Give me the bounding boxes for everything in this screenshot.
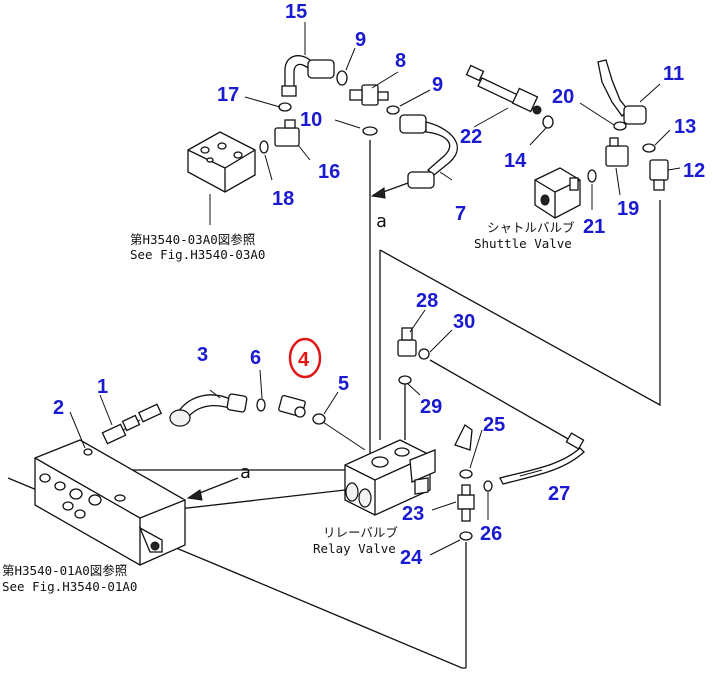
callout-14: 14 — [504, 150, 527, 172]
relay-valve — [344, 439, 436, 516]
part-12-fitting — [649, 159, 669, 191]
part-15-hose — [281, 55, 335, 97]
highlight-circle-4 — [288, 337, 322, 379]
callout-9-upper: 9 — [355, 29, 366, 51]
leader-lines — [69, 22, 681, 556]
part-27-hose — [499, 432, 585, 485]
callout-20: 20 — [552, 86, 574, 108]
part-8-elbow — [349, 84, 389, 106]
callout-5: 5 — [338, 373, 349, 395]
part-28-fitting — [397, 327, 417, 357]
ref-fig03-en: See Fig.H3540-03A0 — [130, 247, 265, 262]
part-4-elbow — [278, 394, 306, 418]
callout-4: 4 — [298, 349, 310, 371]
callout-2: 2 — [53, 397, 64, 419]
part-19-tee — [605, 137, 629, 167]
ref-fig01-en: See Fig.H3540-01A0 — [2, 579, 137, 594]
manifold-block — [34, 439, 186, 566]
ref-fig01-jp: 第H3540-01A0図参照 — [2, 563, 127, 578]
ref-fig03-jp: 第H3540-03A0図参照 — [130, 232, 255, 247]
part-25-fitting — [454, 424, 473, 451]
relay-valve-jp: リレーバルブ — [323, 525, 398, 540]
callout-9-right: 9 — [432, 74, 443, 96]
callout-27: 27 — [548, 483, 570, 505]
part-16-fitting — [274, 119, 300, 147]
callout-8: 8 — [395, 50, 406, 72]
callout-16: 16 — [318, 161, 340, 183]
part-22-fitting — [465, 64, 542, 115]
callout-29: 29 — [420, 396, 442, 418]
callout-15: 15 — [285, 1, 307, 23]
callout-22: 22 — [460, 126, 482, 148]
callout-numbers: 1 2 3 4 5 6 7 8 9 9 10 11 12 13 14 15 16… — [53, 1, 705, 569]
callout-6: 6 — [250, 347, 261, 369]
callout-25: 25 — [483, 414, 505, 436]
part-23-tee — [457, 484, 475, 522]
marker-a-lower: a — [240, 462, 251, 483]
callout-7: 7 — [455, 203, 466, 225]
callout-12: 12 — [683, 160, 705, 182]
callout-1: 1 — [97, 376, 108, 398]
shuttle-valve-en: Shuttle Valve — [474, 236, 572, 251]
callout-23: 23 — [402, 503, 424, 525]
callout-19: 19 — [617, 198, 639, 220]
callout-29-30-label: 30 — [453, 311, 475, 333]
valve-block-upper — [187, 131, 256, 193]
marker-a-upper: a — [376, 211, 387, 232]
reference-labels: 第H3540-03A0図参照 See Fig.H3540-03A0 第H3540… — [2, 220, 575, 594]
callout-3: 3 — [197, 344, 208, 366]
callout-18: 18 — [272, 188, 294, 210]
part-7-hose — [399, 114, 458, 189]
routing-lines — [7, 140, 661, 669]
shuttle-valve — [534, 167, 581, 219]
part-1-fitting — [101, 403, 163, 445]
callout-17: 17 — [217, 84, 239, 106]
callout-21: 21 — [583, 216, 605, 238]
callout-28: 28 — [416, 290, 438, 312]
callout-10: 10 — [300, 109, 322, 131]
arrow-a-lower: a — [186, 462, 251, 501]
callout-13: 13 — [674, 116, 696, 138]
callout-26: 26 — [480, 523, 502, 545]
callout-24: 24 — [400, 547, 423, 569]
o-rings — [83, 70, 656, 541]
part-3-hose — [169, 393, 248, 427]
relay-valve-en: Relay Valve — [313, 541, 396, 556]
shuttle-valve-jp: シャトルバルブ — [487, 220, 575, 235]
part-11-hose — [597, 59, 647, 125]
callout-11: 11 — [663, 63, 684, 85]
